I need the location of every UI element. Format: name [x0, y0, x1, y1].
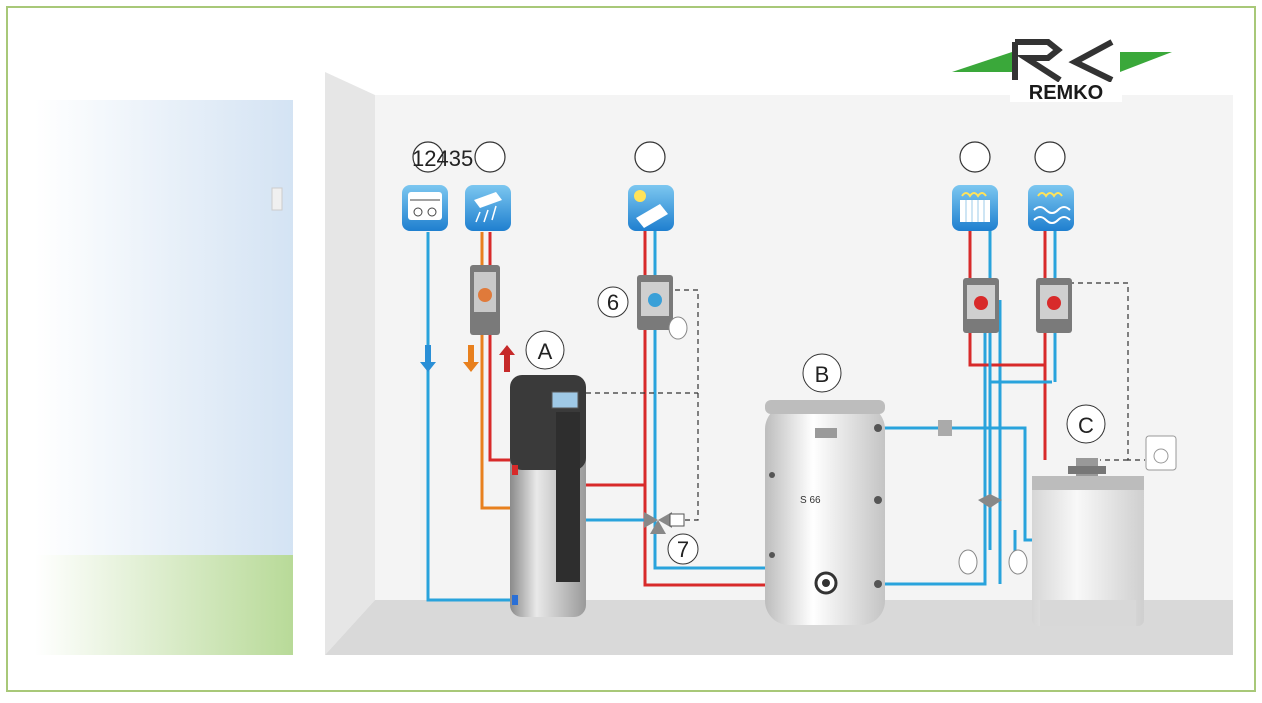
room-controller [1145, 435, 1177, 471]
outside-grass [35, 555, 293, 655]
water-meter-icon [402, 185, 448, 231]
window-handle [271, 187, 283, 211]
shower-pump-station [470, 265, 500, 335]
radiator-pump-station [963, 278, 999, 333]
window-pane [35, 100, 293, 560]
solar-collector-icon [628, 185, 674, 231]
mixing-valve [644, 512, 685, 534]
callout-labels: 6 A B C 7 [525, 286, 1106, 565]
label-c: C [1078, 413, 1094, 438]
right-valves [938, 420, 1028, 575]
logo-text: REMKO [1029, 82, 1103, 104]
left-wall [325, 72, 375, 655]
boiler-c [1032, 458, 1144, 626]
control-lines [586, 282, 1145, 521]
label-a: A [538, 339, 553, 364]
tank-b-model: S 66 [800, 495, 821, 506]
remko-logo: REMKO [952, 39, 1172, 104]
label-circles [412, 141, 1066, 173]
buffer-tank-b: S 66 [765, 400, 885, 625]
shower-icon [465, 185, 511, 231]
solar-pump-station [637, 275, 688, 340]
flow-arrows [420, 345, 515, 372]
label-7: 7 [677, 537, 689, 562]
label-6: 6 [607, 290, 619, 315]
heat-pump-tank-a [510, 375, 586, 617]
radiator-icon [952, 185, 998, 231]
circle-number-text: 12435 [412, 146, 473, 171]
floor-heating-pump-station [1036, 278, 1072, 333]
label-b: B [815, 362, 830, 387]
floor-heating-icon [1028, 185, 1074, 231]
